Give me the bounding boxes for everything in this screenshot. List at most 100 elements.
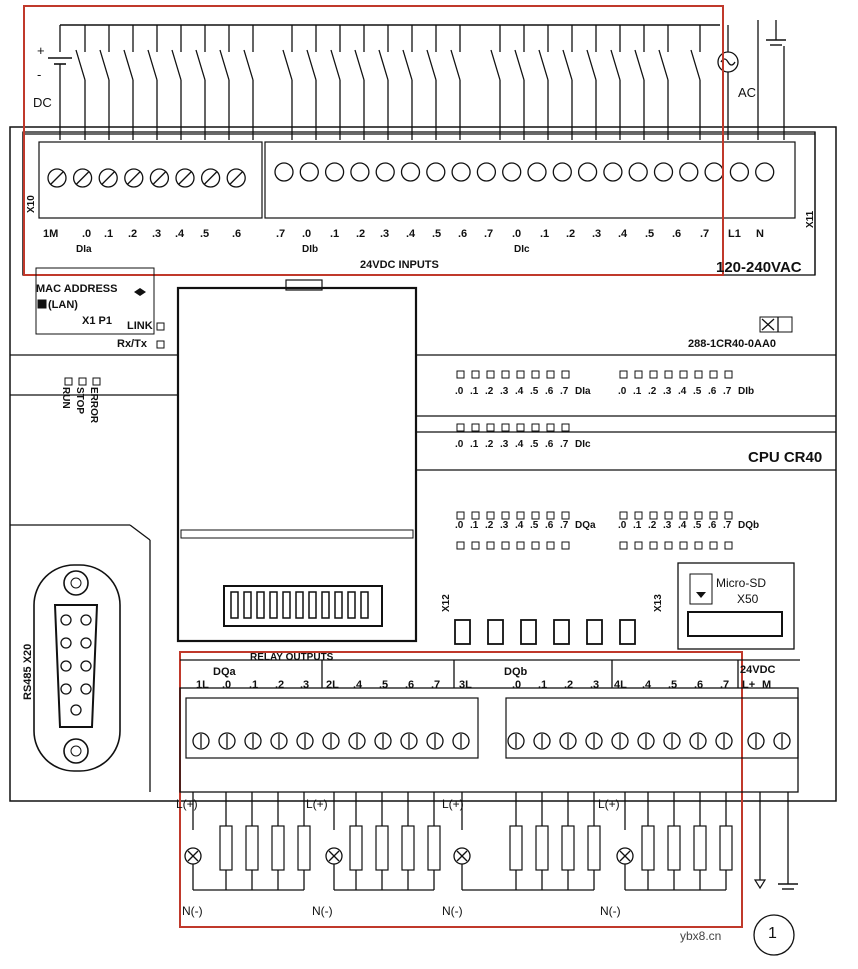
- l-plus-label: L(+): [598, 797, 620, 811]
- led-bit-label: .1: [633, 386, 642, 397]
- led-bit-label: .3: [500, 520, 509, 531]
- top-socket-terminal: [426, 162, 446, 182]
- status-led: [92, 377, 101, 386]
- status-led: [634, 541, 643, 550]
- status-led: [679, 541, 688, 550]
- sensor-out-label: 24VDC: [740, 664, 776, 676]
- top-terminal-label: .6: [458, 228, 468, 240]
- status-led: [634, 370, 643, 379]
- input-switch-blade: [219, 49, 230, 81]
- group-label-dic: DIc: [514, 244, 530, 255]
- ce-mark-line2: [761, 318, 775, 331]
- status-led: [501, 511, 510, 520]
- watermark: ybx8.cn: [680, 929, 722, 943]
- x13-label: X13: [653, 594, 664, 612]
- status-led: [561, 423, 570, 432]
- input-switch-blade: [490, 49, 501, 81]
- cover-hinge: [285, 279, 323, 291]
- status-led: [619, 370, 628, 379]
- ac-rating-label: 120-240VAC: [716, 259, 802, 276]
- led-bit-label: .2: [648, 386, 657, 397]
- link-label: LINK: [127, 320, 153, 332]
- mac-diamond-icon: [134, 288, 146, 296]
- bottom-terminal-label: .6: [694, 679, 704, 691]
- expansion-connector: [553, 619, 570, 645]
- dqa-label: DQa: [213, 666, 236, 678]
- inputs-label: 24VDC INPUTS: [360, 259, 439, 271]
- status-led: [531, 423, 540, 432]
- load-lamp-x2: [328, 850, 340, 862]
- top-terminal-label: .7: [276, 228, 286, 240]
- led-bit-label: .1: [470, 386, 479, 397]
- top-socket-terminal: [628, 162, 648, 182]
- led-bit-label: .3: [663, 520, 672, 531]
- input-switch-blade: [514, 49, 525, 81]
- highlight-relay-outputs: [179, 651, 743, 928]
- expansion-connector: [487, 619, 504, 645]
- top-terminal-block: [22, 131, 816, 276]
- top-socket-terminal: [375, 162, 395, 182]
- led-bit-label: .7: [560, 439, 569, 450]
- bottom-terminal-label: .5: [379, 679, 389, 691]
- input-switch-blade: [538, 49, 549, 81]
- n-minus-label: N(-): [312, 904, 333, 918]
- status-led: [531, 541, 540, 550]
- rs485-pin: [80, 660, 92, 672]
- bottom-terminal-label: 3L: [459, 679, 472, 691]
- l-plus-label: L(+): [306, 797, 328, 811]
- cover-connector: [223, 585, 383, 627]
- top-socket-terminal: [350, 162, 370, 182]
- top-terminal-label: .6: [672, 228, 682, 240]
- top-terminal-label: .2: [128, 228, 138, 240]
- top-terminal-label: .2: [566, 228, 576, 240]
- load-resistor: [401, 825, 415, 871]
- input-switch-blade: [562, 49, 573, 81]
- led-bit-label: .2: [485, 439, 494, 450]
- status-led: [664, 541, 673, 550]
- ce-mark-box: [759, 316, 793, 333]
- top-socket-terminal: [502, 162, 522, 182]
- sensor-pin-label: M: [762, 679, 772, 691]
- connector-pin: [256, 591, 265, 619]
- bottom-terminal-label: .6: [405, 679, 415, 691]
- status-led: [694, 511, 703, 520]
- status-led: [561, 370, 570, 379]
- status-led: [456, 511, 465, 520]
- status-led: [486, 370, 495, 379]
- led-group-label: DQa: [575, 520, 596, 531]
- led-bit-label: .4: [678, 386, 687, 397]
- group-label-dia: DIa: [76, 244, 92, 255]
- top-socket-terminal: [527, 162, 547, 182]
- top-terminal-label: .0: [302, 228, 312, 240]
- cpu-model: CPU CR40: [748, 449, 823, 466]
- ac-label: AC: [738, 85, 757, 100]
- load-resistor: [667, 825, 681, 871]
- connector-pin: [230, 591, 239, 619]
- led-bit-label: .5: [693, 520, 702, 531]
- top-terminal-label: .6: [232, 228, 242, 240]
- x12-label: X12: [441, 594, 452, 612]
- led-bit-label: .2: [485, 520, 494, 531]
- status-led: [694, 541, 703, 550]
- status-led: [709, 511, 718, 520]
- bottom-terminal-label: .7: [720, 679, 730, 691]
- bottom-terminal-label: 4L: [614, 679, 627, 691]
- rs485-pin: [60, 660, 72, 672]
- error-label: ERROR: [88, 387, 99, 424]
- connector-pin: [308, 591, 317, 619]
- microsd-card-icon: [689, 573, 713, 605]
- bottom-terminal-label: .4: [642, 679, 652, 691]
- load-resistor: [693, 825, 707, 871]
- led-bit-label: .7: [723, 386, 732, 397]
- figure-number-circle: [753, 914, 795, 956]
- led-bit-label: .2: [485, 386, 494, 397]
- n-minus-label: N(-): [600, 904, 621, 918]
- top-socket-terminal: [451, 162, 471, 182]
- rxtx-label: Rx/Tx: [117, 338, 147, 350]
- status-led: [649, 370, 658, 379]
- load-resistor: [561, 825, 575, 871]
- led-bit-label: .1: [470, 520, 479, 531]
- top-terminal-label: .1: [104, 228, 114, 240]
- load-resistor: [641, 825, 655, 871]
